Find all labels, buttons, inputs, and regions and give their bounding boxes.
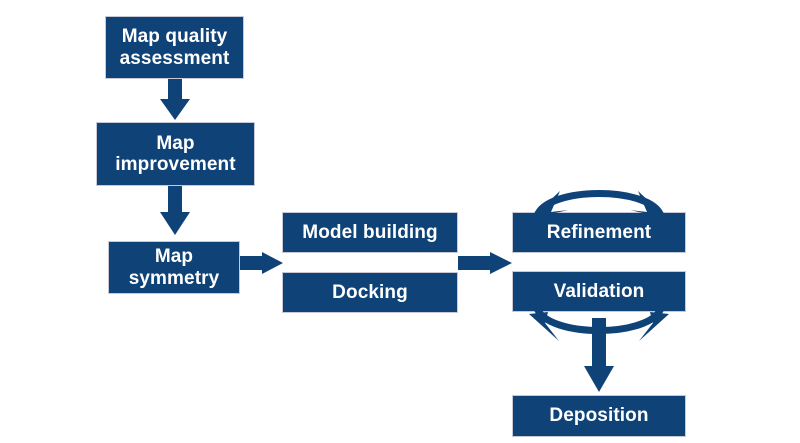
node-map-symmetry[interactable]: Map symmetry bbox=[108, 241, 240, 294]
node-label: Map improvement bbox=[115, 132, 236, 175]
edge-improvement-to-symmetry bbox=[160, 186, 190, 235]
node-model-building[interactable]: Model building bbox=[282, 212, 458, 253]
edge-cycle-bottom bbox=[529, 306, 669, 341]
node-label: Map quality assessment bbox=[119, 26, 230, 69]
edge-cycle-top bbox=[530, 190, 668, 219]
edge-symmetry-to-building bbox=[240, 252, 283, 274]
node-validation[interactable]: Validation bbox=[512, 271, 686, 312]
edge-quality-to-improvement bbox=[160, 79, 190, 120]
node-label: Docking bbox=[332, 281, 408, 303]
node-label: Model building bbox=[302, 221, 438, 243]
edge-building-to-refinement bbox=[458, 252, 512, 274]
node-deposition[interactable]: Deposition bbox=[512, 395, 686, 437]
node-label: Map symmetry bbox=[128, 246, 220, 289]
node-label: Deposition bbox=[549, 405, 649, 427]
node-map-quality-assessment[interactable]: Map quality assessment bbox=[105, 16, 244, 79]
node-map-improvement[interactable]: Map improvement bbox=[96, 122, 255, 186]
node-docking[interactable]: Docking bbox=[282, 272, 458, 313]
node-refinement[interactable]: Refinement bbox=[512, 212, 686, 253]
node-label: Refinement bbox=[546, 221, 652, 243]
node-label: Validation bbox=[553, 280, 645, 302]
